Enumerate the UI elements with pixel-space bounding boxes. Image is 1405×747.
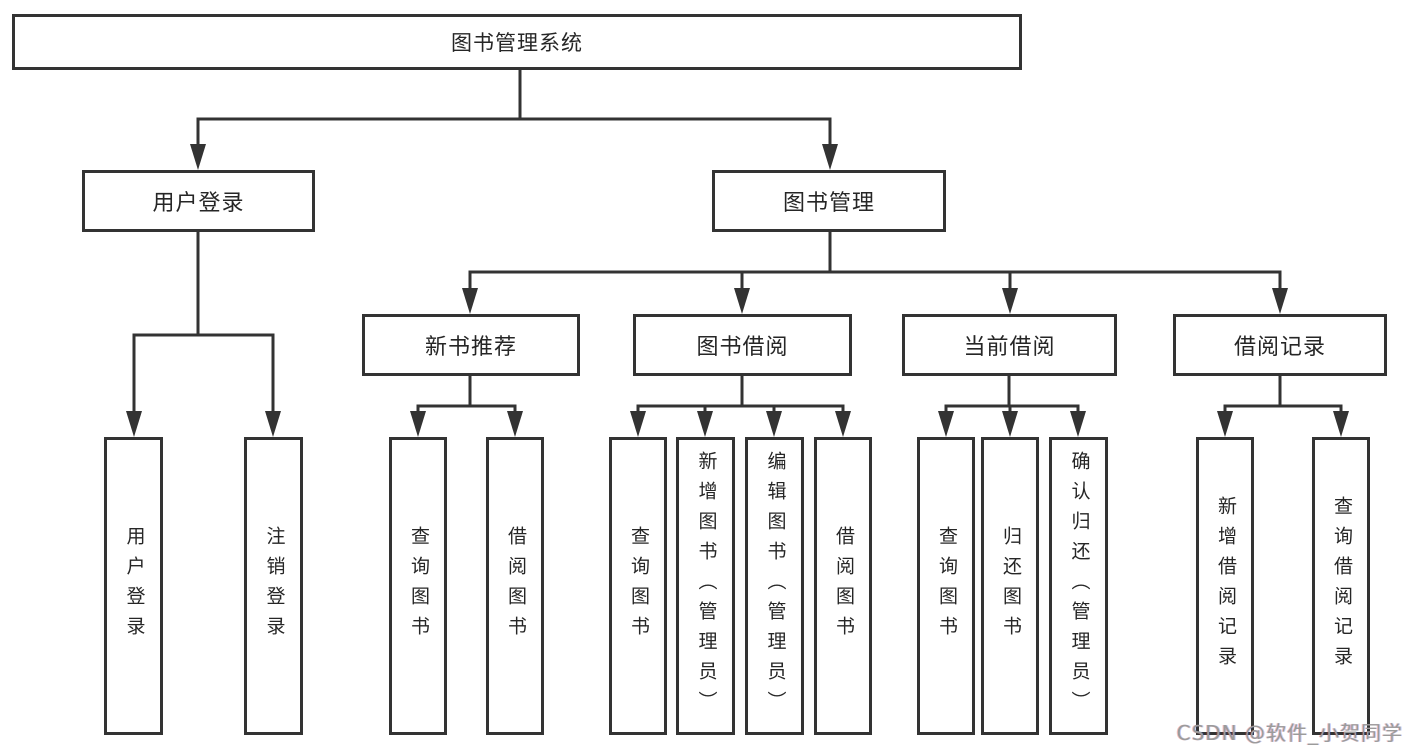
- connector-root-to-level1: [190, 66, 838, 170]
- connector-book-management-to-level2: [462, 230, 1288, 314]
- leaf-query-borrow-record: 查询借阅记录: [1312, 437, 1370, 735]
- leaf-query-books-recommend: 查询图书: [389, 437, 447, 735]
- node-label: 新增借阅记录: [1214, 496, 1237, 676]
- leaf-query-books-current: 查询图书: [917, 437, 975, 735]
- leaf-return-books: 归还图书: [981, 437, 1039, 735]
- node-label: 查询借阅记录: [1330, 496, 1353, 676]
- node-label: 借阅记录: [1233, 335, 1326, 360]
- node-label: 注销登录: [263, 526, 286, 646]
- node-label: 查询图书: [935, 526, 958, 646]
- connector-new-book-recommend-to-leaves: [410, 374, 523, 437]
- node-label: 用户登录: [123, 526, 146, 646]
- connector-borrow-records-to-leaves: [1217, 374, 1349, 437]
- leaf-add-borrow-record: 新增借阅记录: [1196, 437, 1254, 735]
- node-label: 当前借阅: [963, 335, 1056, 360]
- node-label: 图书管理: [782, 191, 875, 216]
- node-label: 用户登录: [152, 191, 245, 216]
- node-label: 图书管理系统: [451, 31, 583, 55]
- node-borrow-records: 借阅记录: [1173, 314, 1387, 376]
- leaf-borrow-books: 借阅图书: [814, 437, 872, 735]
- node-label: 确认归还（管理员）: [1068, 451, 1091, 721]
- node-current-borrow: 当前借阅: [902, 314, 1117, 376]
- node-label: 借阅图书: [832, 526, 855, 646]
- node-user-login: 用户登录: [82, 170, 315, 232]
- connector-book-borrow-to-leaves: [630, 374, 851, 437]
- leaf-query-books-borrow: 查询图书: [609, 437, 667, 735]
- leaf-borrow-books-recommend: 借阅图书: [486, 437, 544, 735]
- node-library-management-system: 图书管理系统: [12, 14, 1022, 70]
- node-label: 查询图书: [407, 526, 430, 646]
- node-label: 新增图书（管理员）: [695, 451, 718, 721]
- node-label: 编辑图书（管理员）: [764, 451, 787, 721]
- leaf-logout: 注销登录: [244, 437, 303, 735]
- connector-user-login-to-leaves: [126, 230, 281, 437]
- node-book-borrow: 图书借阅: [633, 314, 852, 376]
- leaf-confirm-return-admin: 确认归还（管理员）: [1049, 437, 1108, 735]
- connector-current-borrow-to-leaves: [938, 374, 1086, 437]
- node-label: 借阅图书: [504, 526, 527, 646]
- node-label: 图书借阅: [696, 335, 789, 360]
- node-label: 归还图书: [999, 526, 1022, 646]
- leaf-user-login: 用户登录: [104, 437, 163, 735]
- leaf-add-book-admin: 新增图书（管理员）: [676, 437, 735, 735]
- node-label: 新书推荐: [424, 335, 517, 360]
- csdn-watermark: CSDN @软件_小贺同学: [1176, 721, 1403, 745]
- node-new-book-recommend: 新书推荐: [362, 314, 580, 376]
- leaf-edit-book-admin: 编辑图书（管理员）: [745, 437, 804, 735]
- node-book-management: 图书管理: [712, 170, 946, 232]
- node-label: 查询图书: [627, 526, 650, 646]
